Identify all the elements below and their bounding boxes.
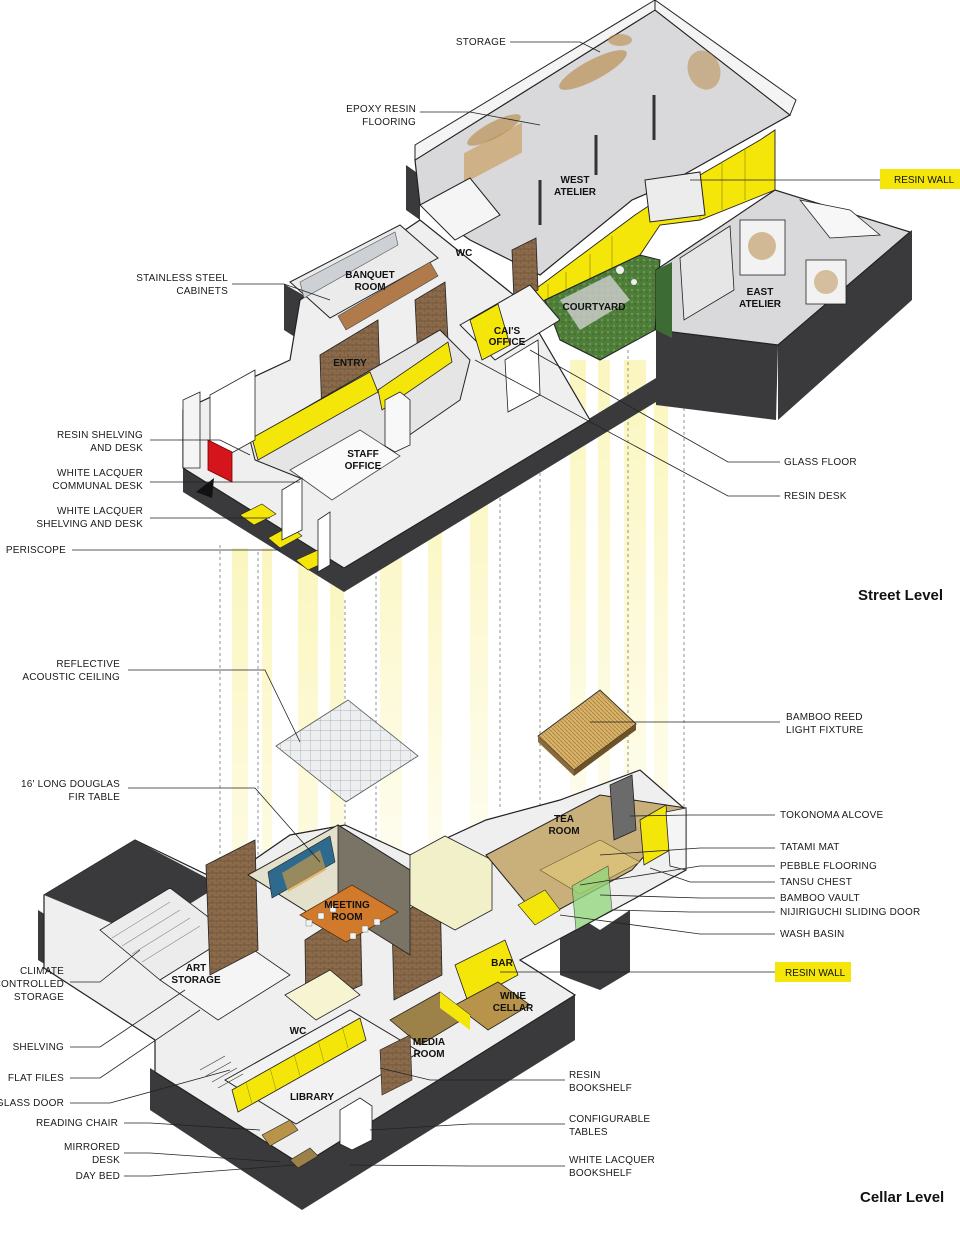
callout-day-bed: DAY BED bbox=[76, 1171, 120, 1182]
cellar-level-plan bbox=[38, 769, 687, 1210]
room-wc-street: WC bbox=[456, 248, 473, 259]
callout-glass-door: GLASS DOOR bbox=[0, 1098, 64, 1109]
room-bar: BAR bbox=[491, 958, 513, 969]
callout-glass-floor: GLASS FLOOR bbox=[784, 457, 857, 468]
callout-pebble-flooring: PEBBLE FLOORING bbox=[780, 861, 877, 872]
callout-periscope: PERISCOPE bbox=[6, 545, 66, 556]
floating-elements bbox=[275, 689, 637, 803]
callout-nijiriguchi-sliding-door: NIJIRIGUCHI SLIDING DOOR bbox=[780, 907, 920, 918]
leader-lines bbox=[70, 41, 880, 1177]
callout-resin-wall-street: RESIN WALL bbox=[880, 169, 960, 189]
street-level-plan bbox=[182, 0, 912, 592]
callout-shelving: SHELVING bbox=[13, 1042, 64, 1053]
room-entry: ENTRY bbox=[333, 358, 367, 369]
callout-flat-files: FLAT FILES bbox=[8, 1073, 64, 1084]
cellar-level-title: Cellar Level bbox=[860, 1189, 944, 1206]
callout-bamboo-vault: BAMBOO VAULT bbox=[780, 893, 860, 904]
svg-text:RESIN WALL: RESIN WALL bbox=[894, 175, 955, 186]
callout-wash-basin: WASH BASIN bbox=[780, 929, 844, 940]
room-library: LIBRARY bbox=[290, 1092, 334, 1103]
resin-wall-highlight-cellar bbox=[775, 962, 851, 982]
room-courtyard: COURTYARD bbox=[563, 302, 626, 313]
callout-resin-wall-cellar: RESIN WALL bbox=[775, 962, 851, 982]
callout-storage: STORAGE bbox=[456, 37, 506, 48]
callout-tansu-chest: TANSU CHEST bbox=[780, 877, 852, 888]
room-wc-cellar: WC bbox=[290, 1026, 307, 1037]
street-level-title: Street Level bbox=[858, 587, 943, 604]
resin-wall-highlight-street bbox=[880, 169, 960, 189]
callout-resin-desk: RESIN DESK bbox=[784, 491, 847, 502]
callout-tokonoma-alcove: TOKONOMA ALCOVE bbox=[780, 810, 884, 821]
callout-reading-chair: READING CHAIR bbox=[36, 1118, 118, 1129]
cellar-callouts: TOKONOMA ALCOVE TATAMI MAT PEBBLE FLOORI… bbox=[0, 810, 920, 1182]
svg-text:RESIN WALL: RESIN WALL bbox=[785, 968, 846, 979]
callout-tatami-mat: TATAMI MAT bbox=[780, 842, 840, 853]
